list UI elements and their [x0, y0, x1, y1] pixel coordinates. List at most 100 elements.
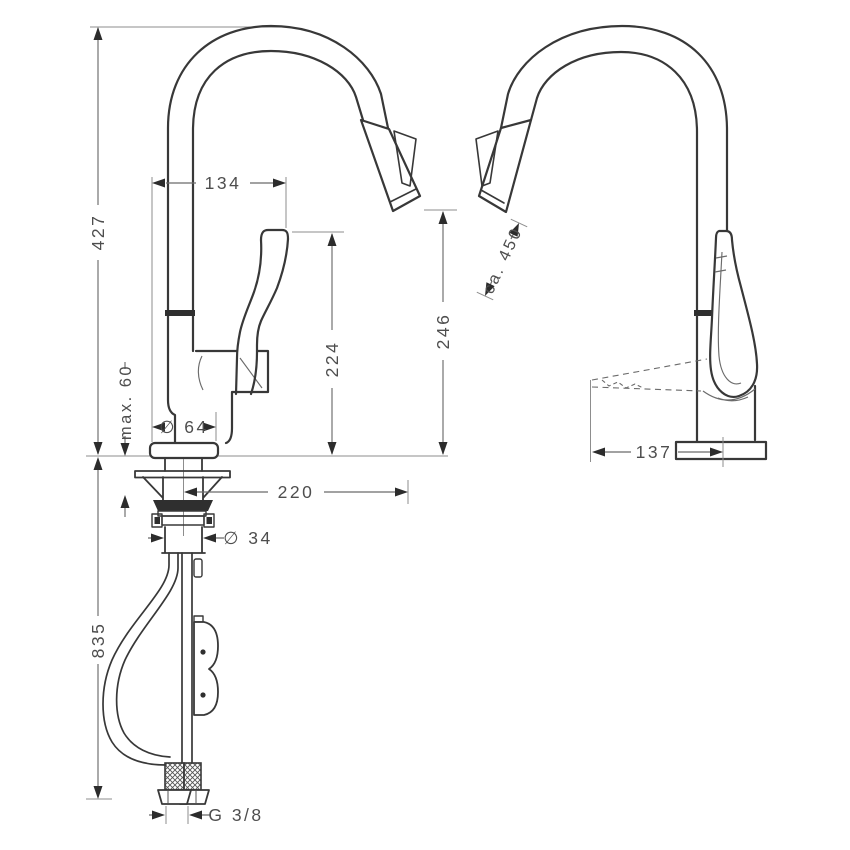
- arrowhead-right: [151, 533, 164, 543]
- dim-below-counter-label: 835: [88, 622, 108, 659]
- seal-ring: [153, 500, 213, 511]
- arrowhead-left: [152, 178, 165, 188]
- escutcheon-flange: [148, 441, 220, 460]
- handle-side: [709, 229, 759, 398]
- faucet-outline-front: [148, 24, 422, 460]
- spout-inner-arc-side: [529, 50, 699, 312]
- arrowhead-right: [273, 178, 286, 188]
- tab-screw-right: [206, 517, 212, 524]
- arrowhead-left: [592, 447, 605, 457]
- handle-side-ticks: [714, 255, 728, 273]
- supply-hoses: [181, 552, 193, 764]
- dimension-outlet-height: 246: [424, 209, 457, 455]
- arrowhead-right: [710, 447, 723, 457]
- dim-side-projection-label: 137: [636, 442, 673, 462]
- hose-weight: [193, 621, 219, 716]
- weight-screw-upper: [200, 649, 206, 655]
- seal-washer: [157, 510, 207, 517]
- handle-right-edge: [249, 237, 290, 396]
- arrowhead-down: [327, 442, 337, 455]
- pullout-hose-loop-outer: [102, 552, 170, 766]
- arrowhead-down: [120, 443, 130, 456]
- dim-connection-thread-label: G 3/8: [208, 805, 263, 825]
- dimension-spout-projection: 134: [151, 173, 287, 442]
- arrowhead-up: [327, 233, 337, 246]
- spray-head: [359, 118, 422, 213]
- arrowhead-left: [152, 422, 165, 432]
- arrowhead-up-right: [509, 223, 519, 237]
- arrowhead-down: [438, 442, 448, 455]
- handle-swivel-projection: [591, 358, 708, 392]
- arrowhead-left: [189, 810, 202, 820]
- dim-handle-height-label: 224: [322, 341, 342, 378]
- dim-overall-height-label: 427: [88, 214, 108, 251]
- connection-nut-left: [157, 789, 192, 805]
- dimension-horizontal-reach: 220: [184, 480, 409, 504]
- faucet-outline-side: [475, 24, 768, 467]
- dimension-handle-height: 224: [292, 231, 344, 455]
- spray-nozzle-line: [389, 188, 417, 203]
- stabilizer-washer: [134, 470, 231, 479]
- arrowhead-down-left: [485, 282, 495, 296]
- spray-head-clip: [393, 130, 417, 187]
- handle-side-contour: [717, 251, 742, 385]
- arrowhead-up: [120, 495, 130, 508]
- handle-left-edge: [234, 238, 263, 396]
- dimension-max-counter-thickness: max. 60: [117, 362, 135, 517]
- dim-max-counter-label: max. 60: [117, 364, 135, 440]
- spray-head-side: [477, 118, 533, 214]
- projection-zigzag: [601, 379, 644, 389]
- spout-joint-side: [694, 310, 716, 316]
- dim-base-diameter-label: ∅ 64: [159, 417, 209, 437]
- hose-assembly: [102, 552, 219, 805]
- mounting-tab-right: [203, 513, 215, 528]
- arrowhead-left: [184, 487, 197, 497]
- dim-horizontal-reach-label: 220: [278, 482, 315, 502]
- dim-pullout-hose-label: ca. 450: [480, 224, 527, 297]
- dimension-overall-height: 427: [88, 27, 108, 455]
- spout-outer-arc: [166, 24, 390, 445]
- braided-connector-right: [183, 762, 202, 791]
- arrowhead-up: [438, 211, 448, 224]
- arrowhead-down: [93, 442, 103, 455]
- spout-inner-arc: [191, 49, 365, 353]
- spout-outer-arc-side: [499, 24, 729, 245]
- dim-tap-hole-label: ∅ 34: [223, 528, 273, 548]
- arrowhead-right: [152, 810, 165, 820]
- dim-spout-projection-label: 134: [205, 173, 242, 193]
- braided-connector-left: [164, 762, 185, 791]
- arrowhead-right: [203, 422, 216, 432]
- weight-screw-lower: [200, 692, 206, 698]
- spray-nozzle-line-side: [480, 189, 505, 204]
- spout-joint: [165, 310, 195, 316]
- mounting-tab-left: [151, 513, 163, 528]
- washer-struts: [142, 476, 223, 501]
- mixer-body: [194, 349, 270, 445]
- projection-line-lower: [591, 386, 702, 392]
- spray-head-clip-side: [475, 130, 499, 187]
- dimension-below-counter-length: 835: [86, 457, 112, 800]
- dimension-connection-thread: G 3/8: [149, 805, 263, 825]
- front-view: 427 835 max. 60 134: [86, 24, 457, 825]
- tab-screw-left: [154, 517, 160, 524]
- arrowhead-left: [203, 533, 216, 543]
- handle-top-cap: [259, 228, 290, 242]
- mixer-body-detail: [197, 355, 263, 391]
- nut-facets: [167, 791, 197, 803]
- base-flange-side: [674, 440, 768, 461]
- handle-lever-front: [234, 228, 290, 396]
- arrowhead-up: [93, 457, 103, 470]
- dimension-base-diameter: ∅ 64: [152, 412, 217, 441]
- dimension-pullout-hose-length: ca. 450: [476, 218, 528, 301]
- body-curve-detail: [702, 388, 756, 402]
- through-shank: [164, 457, 203, 472]
- dim-outlet-height-label: 246: [433, 313, 453, 350]
- projection-line-upper: [591, 358, 708, 381]
- arrowhead-up: [93, 27, 103, 40]
- dimension-side-projection: 137: [590, 380, 723, 462]
- dimension-tap-hole-diameter: ∅ 34: [148, 528, 273, 548]
- arrowhead-right: [395, 487, 408, 497]
- pullout-hose-loop-inner: [115, 552, 179, 758]
